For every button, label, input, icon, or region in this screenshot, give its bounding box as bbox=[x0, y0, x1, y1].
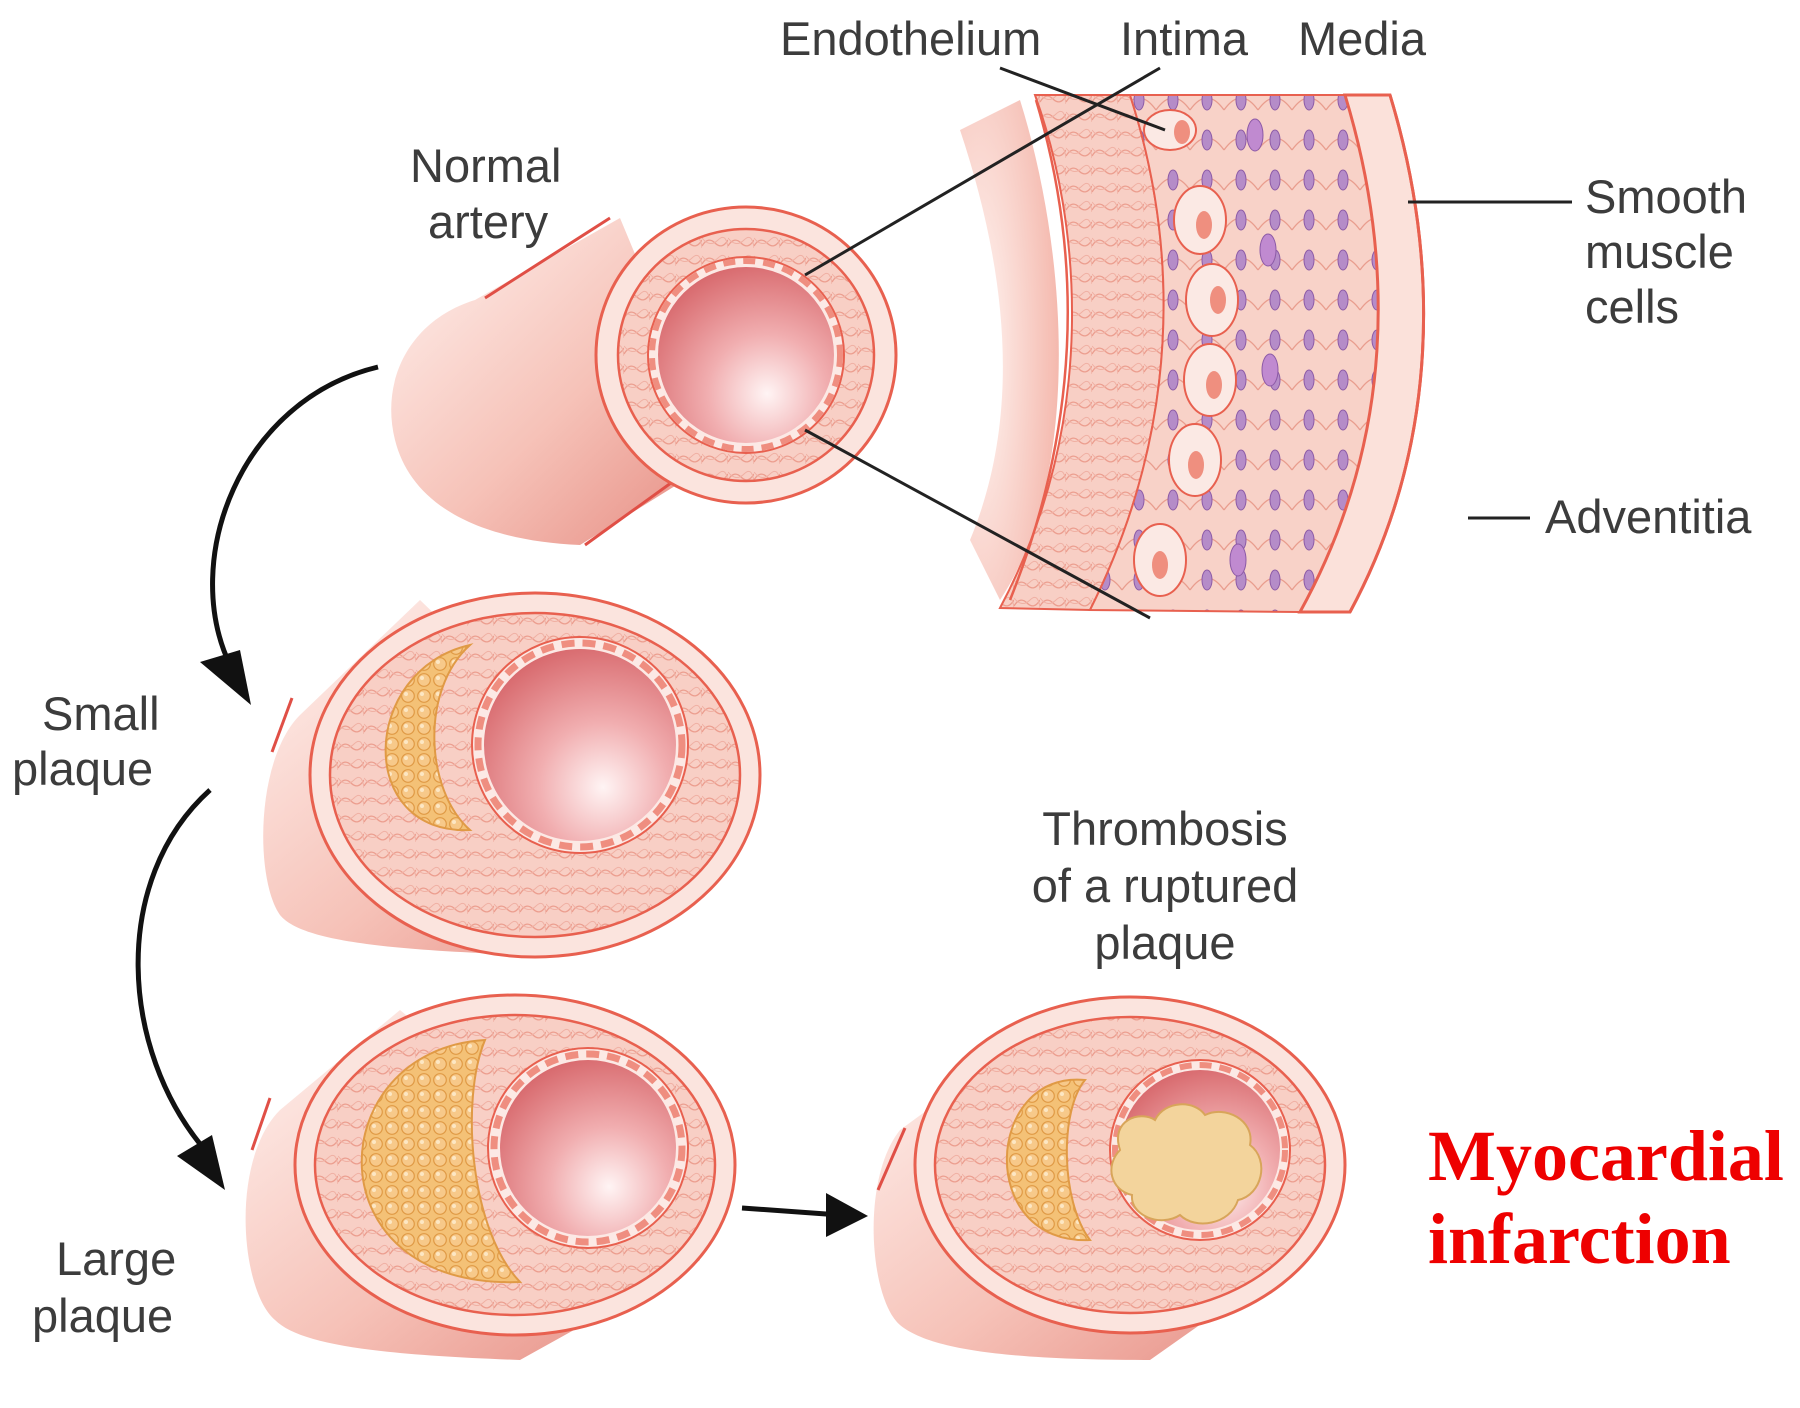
label-small-line2: plaque bbox=[12, 742, 153, 795]
arrow-head-1 bbox=[200, 650, 251, 705]
label-smooth-line1: Smooth bbox=[1585, 170, 1747, 223]
label-thrombosis-line1: Thrombosis bbox=[1042, 802, 1288, 855]
label-normal-line2: artery bbox=[428, 195, 549, 248]
label-thrombosis-line2: of a ruptured bbox=[1032, 859, 1299, 912]
outcome-line2: infarction bbox=[1428, 1199, 1731, 1279]
arrow-head-2 bbox=[177, 1135, 225, 1190]
label-media: Media bbox=[1298, 12, 1427, 65]
arrow-normal-to-small bbox=[213, 367, 378, 665]
label-large-line2: plaque bbox=[32, 1289, 173, 1342]
label-adventitia: Adventitia bbox=[1545, 490, 1752, 543]
label-smooth-line2: muscle bbox=[1585, 225, 1734, 278]
label-intima: Intima bbox=[1120, 12, 1249, 65]
label-normal-line1: Normal bbox=[410, 139, 561, 192]
normal-artery-figure bbox=[391, 207, 896, 545]
outcome-line1: Myocardial bbox=[1428, 1116, 1784, 1196]
magnified-wall-section bbox=[960, 95, 1424, 612]
label-large-line1: Large bbox=[56, 1232, 176, 1285]
arrow-large-to-thrombosis bbox=[742, 1208, 840, 1215]
thrombosis-figure bbox=[874, 997, 1345, 1360]
large-plaque-figure bbox=[246, 995, 735, 1360]
label-thrombosis-line3: plaque bbox=[1094, 916, 1235, 969]
arrow-small-to-large bbox=[138, 790, 210, 1150]
label-small-line1: Small bbox=[42, 687, 160, 740]
label-smooth-line3: cells bbox=[1585, 280, 1679, 333]
small-plaque-figure bbox=[263, 593, 760, 957]
arrow-head-3 bbox=[826, 1193, 868, 1237]
label-endothelium: Endothelium bbox=[780, 12, 1041, 65]
